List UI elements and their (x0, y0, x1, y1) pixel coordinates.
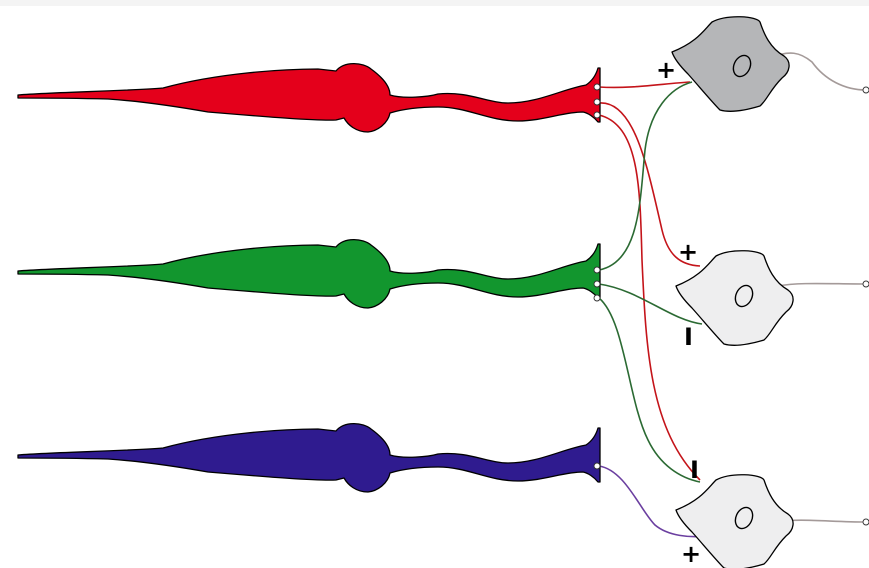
wire-red-to-top (598, 81, 691, 89)
sign-top-plus: + (656, 56, 676, 84)
wire-blue-to-bottom (598, 465, 709, 538)
synapse-signs: + + I I + (656, 56, 701, 568)
terminal-blue-1 (593, 462, 601, 470)
cell-middle (675, 250, 794, 346)
cell-middle-nucleus (734, 284, 754, 308)
terminal-red-1 (593, 83, 601, 91)
axon-top (768, 52, 867, 91)
terminal-red-2 (593, 98, 601, 106)
axon-middle (777, 282, 867, 287)
terminal-red-3 (593, 111, 601, 119)
terminal-green-3 (593, 294, 601, 302)
wire-red-to-bottom (598, 114, 701, 481)
cell-bottom (675, 474, 794, 568)
terminal-green-2 (593, 280, 601, 288)
cell-top-body (671, 16, 790, 112)
sign-bottom-plus: + (681, 540, 701, 568)
sign-middle-plus: + (678, 238, 698, 266)
wire-green-to-bottom (598, 297, 701, 483)
terminal-axon-bottom (862, 518, 869, 526)
terminal-axon-middle (862, 280, 869, 288)
cell-bottom-nucleus (734, 506, 754, 530)
red-cone (17, 62, 601, 133)
cells (671, 16, 794, 568)
wire-red-to-middle (598, 102, 701, 267)
blue-cone (17, 422, 601, 493)
terminal-axon-top (862, 86, 869, 94)
cell-top-nucleus (732, 54, 752, 78)
synaptic-terminals (593, 83, 869, 526)
cell-top (671, 16, 790, 112)
wire-green-to-top (598, 81, 693, 271)
sign-middle-minus: I (684, 323, 693, 351)
sign-bottom-minus: I (690, 456, 699, 484)
photoreceptors (17, 62, 601, 493)
connection-wires (598, 52, 867, 538)
top-border (0, 0, 869, 6)
terminal-green-1 (593, 266, 601, 274)
wire-green-to-middle (598, 283, 703, 325)
green-cone (17, 238, 601, 309)
